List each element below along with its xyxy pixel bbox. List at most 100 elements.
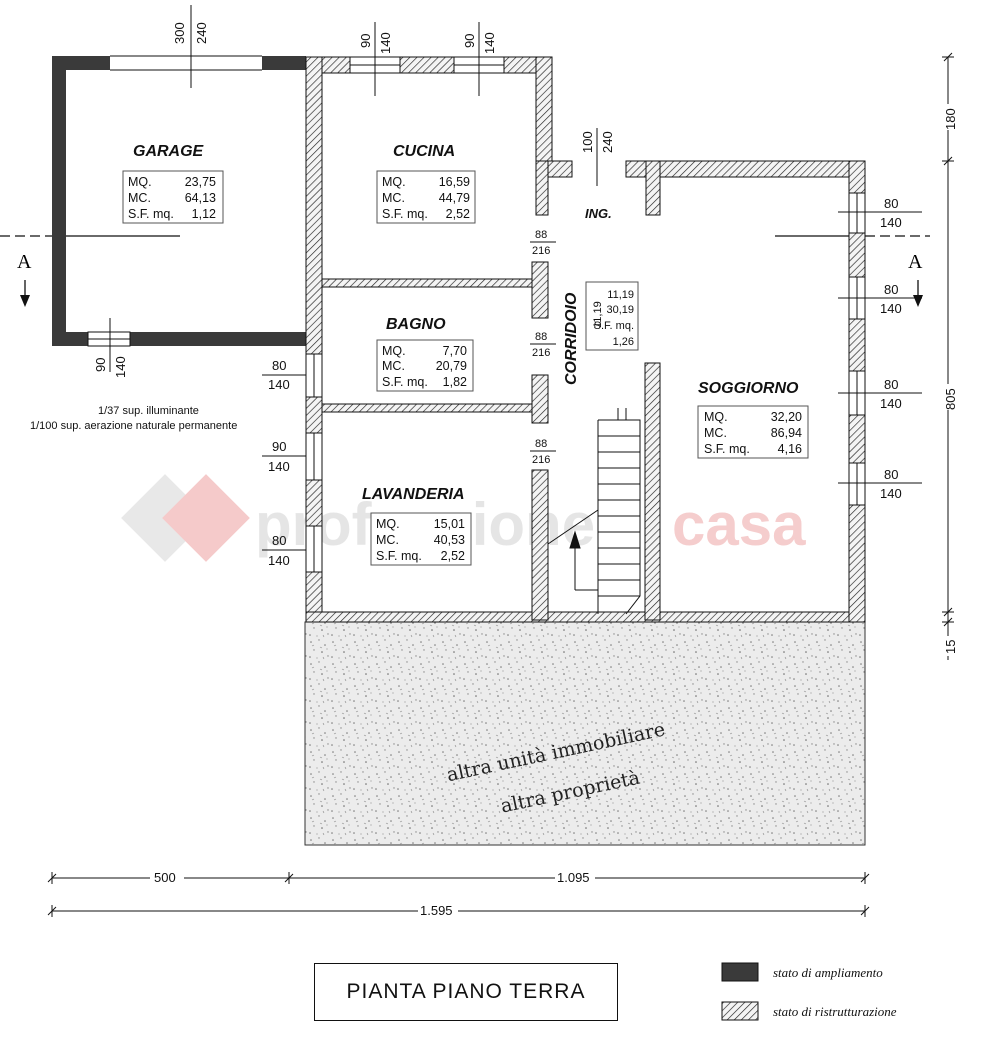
section-arrow-left-icon xyxy=(20,295,30,307)
svg-text:MC.: MC. xyxy=(128,191,151,205)
svg-text:216: 216 xyxy=(532,245,550,257)
svg-text:S.F. mq.: S.F. mq. xyxy=(128,207,174,221)
svg-text:140: 140 xyxy=(268,377,290,392)
room-name-bagno: BAGNO xyxy=(386,316,446,333)
svg-text:240: 240 xyxy=(194,22,209,44)
section-arrow-right-icon xyxy=(913,295,923,307)
svg-text:40,53: 40,53 xyxy=(434,533,465,547)
other-unit-area xyxy=(304,621,866,846)
legend-label-ampliamento: stato di ampliamento xyxy=(773,965,883,980)
room-name-corridoio: CORRIDOIO xyxy=(563,292,580,385)
svg-text:MC.: MC. xyxy=(382,191,405,205)
table-bagno: MQ. 7,70 MC. 20,79 S.F. mq. 1,82 xyxy=(376,339,474,392)
table-soggiorno: MQ.32,20 MC.86,94 S.F. mq.4,16 xyxy=(697,405,809,459)
windows xyxy=(305,56,866,573)
svg-text:300: 300 xyxy=(172,22,187,44)
svg-text:S.F. mq.: S.F. mq. xyxy=(382,375,428,389)
legend-swatch-ampliamento xyxy=(721,962,759,982)
svg-text:23,75: 23,75 xyxy=(185,175,216,189)
svg-text:90: 90 xyxy=(358,34,373,48)
svg-text:140: 140 xyxy=(880,215,902,230)
svg-text:30,19: 30,19 xyxy=(606,304,634,316)
legend-swatch-ristrutturazione xyxy=(721,1001,759,1021)
overall-dimension-labels: 500 1.095 1.595 180 805 15 xyxy=(150,104,958,919)
svg-text:15,01: 15,01 xyxy=(434,517,465,531)
svg-text:2,52: 2,52 xyxy=(441,549,465,563)
svg-text:1,26: 1,26 xyxy=(613,336,634,348)
svg-text:MQ.: MQ. xyxy=(128,175,152,189)
svg-text:86,94: 86,94 xyxy=(771,426,802,440)
svg-text:80: 80 xyxy=(884,196,898,211)
svg-text:2,52: 2,52 xyxy=(446,207,470,221)
plan-title: PIANTA PIANO TERRA xyxy=(314,963,618,1021)
svg-text:240: 240 xyxy=(600,131,615,153)
svg-text:S.F. mq.: S.F. mq. xyxy=(594,320,634,332)
svg-text:1.595: 1.595 xyxy=(420,903,453,918)
note-aerazione: 1/100 sup. aerazione naturale permanente xyxy=(30,420,237,432)
garage-openings xyxy=(87,55,262,347)
overall-dimensions xyxy=(47,52,954,917)
svg-text:1,82: 1,82 xyxy=(443,375,467,389)
svg-text:11,19: 11,19 xyxy=(592,301,604,328)
svg-text:140: 140 xyxy=(113,356,128,378)
svg-text:500: 500 xyxy=(154,870,176,885)
room-name-lavanderia: LAVANDERIA xyxy=(362,486,465,503)
table-lavanderia: MQ. 15,01 MC. 40,53 S.F. mq. 2,52 xyxy=(370,512,472,566)
svg-text:S.F. mq.: S.F. mq. xyxy=(382,207,428,221)
house-walls xyxy=(305,56,866,623)
svg-text:MC.: MC. xyxy=(382,359,405,373)
room-name-garage: GARAGE xyxy=(133,143,205,160)
svg-text:MQ.: MQ. xyxy=(376,517,400,531)
table-cucina: MQ.16,59 MC.44,79 S.F. mq.2,52 xyxy=(376,170,476,224)
svg-text:140: 140 xyxy=(880,301,902,316)
svg-text:44,79: 44,79 xyxy=(439,191,470,205)
table-corridoio: 11,19 11,19 30,19 S.F. mq. 1,26 xyxy=(585,281,639,351)
svg-text:S.F. mq.: S.F. mq. xyxy=(704,442,750,456)
svg-text:90: 90 xyxy=(272,439,286,454)
legend: stato di ampliamento stato di ristruttur… xyxy=(721,962,897,1021)
svg-text:80: 80 xyxy=(272,358,286,373)
svg-text:MC.: MC. xyxy=(704,426,727,440)
garage-walls xyxy=(52,56,306,346)
svg-text:90: 90 xyxy=(462,34,477,48)
svg-text:64,13: 64,13 xyxy=(185,191,216,205)
room-name-cucina: CUCINA xyxy=(393,143,455,160)
svg-text:MC.: MC. xyxy=(376,533,399,547)
section-line-a xyxy=(0,235,930,300)
svg-text:1.095: 1.095 xyxy=(557,870,590,885)
svg-text:88: 88 xyxy=(535,331,547,343)
watermark-text-part2: casa xyxy=(672,491,806,558)
svg-text:11,19: 11,19 xyxy=(607,289,634,301)
opening-dimension-labels: 300 240 90 140 90 140 100 240 90 140 80 … xyxy=(93,22,902,568)
svg-text:805: 805 xyxy=(943,388,958,410)
svg-text:4,16: 4,16 xyxy=(778,442,802,456)
room-name-soggiorno: SOGGIORNO xyxy=(698,380,799,397)
svg-text:MQ.: MQ. xyxy=(382,344,406,358)
svg-text:180: 180 xyxy=(943,108,958,130)
svg-text:140: 140 xyxy=(880,396,902,411)
svg-text:7,70: 7,70 xyxy=(443,344,467,358)
svg-text:90: 90 xyxy=(93,358,108,372)
svg-text:80: 80 xyxy=(884,282,898,297)
svg-text:80: 80 xyxy=(884,467,898,482)
svg-text:80: 80 xyxy=(884,377,898,392)
room-name-ingresso: ING. xyxy=(585,206,612,221)
section-marker-left: A xyxy=(17,251,32,273)
legend-label-ristrutturazione: stato di ristrutturazione xyxy=(773,1004,897,1019)
svg-text:88: 88 xyxy=(535,438,547,450)
svg-text:20,79: 20,79 xyxy=(436,359,467,373)
svg-text:1,12: 1,12 xyxy=(192,207,216,221)
svg-text:15: 15 xyxy=(943,640,958,654)
svg-text:32,20: 32,20 xyxy=(771,410,802,424)
svg-text:216: 216 xyxy=(532,347,550,359)
svg-text:100: 100 xyxy=(580,131,595,153)
svg-text:140: 140 xyxy=(378,32,393,54)
staircase xyxy=(547,408,641,615)
watermark-logo-pink xyxy=(162,474,250,562)
section-marker-right: A xyxy=(908,251,923,273)
table-garage: MQ. 23,75 MC. 64,13 S.F. mq. 1,12 xyxy=(122,170,224,224)
svg-text:80: 80 xyxy=(272,533,286,548)
note-illuminante: 1/37 sup. illuminante xyxy=(98,405,199,417)
svg-text:S.F. mq.: S.F. mq. xyxy=(376,549,422,563)
